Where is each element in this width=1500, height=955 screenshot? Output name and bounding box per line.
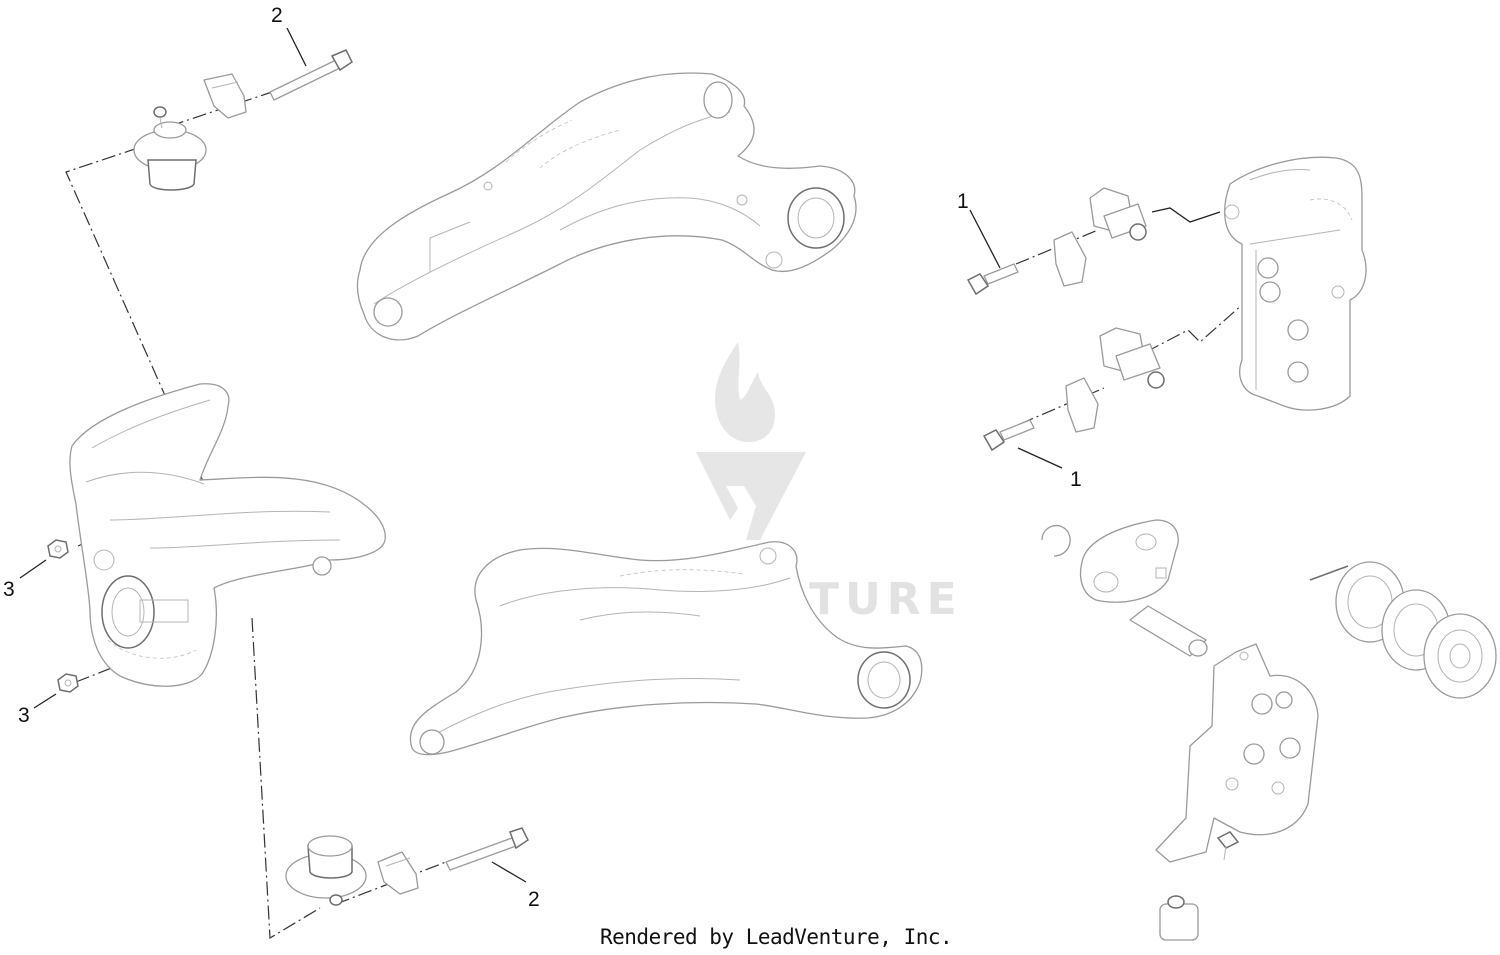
callout-leaders [19, 27, 1063, 883]
clamp-upper [203, 73, 247, 119]
small-bolt [1216, 831, 1240, 861]
callout-3-upper: 3 [3, 578, 15, 601]
bolt-lower [445, 827, 529, 871]
clamp-lower [377, 851, 419, 895]
mounting-bracket [1155, 643, 1319, 863]
ball-joint-upper [133, 106, 207, 191]
nut-upper [47, 539, 69, 559]
bolt-upper [269, 49, 353, 101]
hub-bracket-assembly [1224, 156, 1367, 411]
lower-control-arm [409, 541, 923, 756]
upper-control-arm [356, 72, 857, 341]
v-logo-icon [696, 452, 806, 540]
callout-1-upper: 1 [957, 190, 969, 213]
pivot-pin [1129, 605, 1208, 657]
nut-lower [57, 673, 79, 693]
bolt-right-lower [982, 419, 1035, 452]
callout-2-bottom: 2 [528, 888, 540, 911]
bushing-upper [1089, 187, 1147, 241]
ball-joint-lower [285, 835, 367, 906]
steering-knuckle [69, 383, 386, 687]
rubber-bumper [1159, 895, 1199, 941]
bushing-lower [1099, 327, 1165, 389]
link-plate [1079, 519, 1179, 603]
bolt-right-upper [966, 263, 1019, 296]
callout-2-top: 2 [271, 4, 283, 27]
flame-logo-icon [714, 342, 776, 443]
torsion-springs [1309, 561, 1497, 699]
rendered-by-footer: Rendered by LeadVenture, Inc. [600, 925, 952, 949]
callout-1-lower: 1 [1070, 468, 1082, 491]
clamp-right-upper [1053, 231, 1087, 287]
snap-ring [1041, 524, 1071, 557]
callout-3-lower: 3 [18, 704, 30, 727]
clamp-right-lower [1065, 377, 1099, 433]
